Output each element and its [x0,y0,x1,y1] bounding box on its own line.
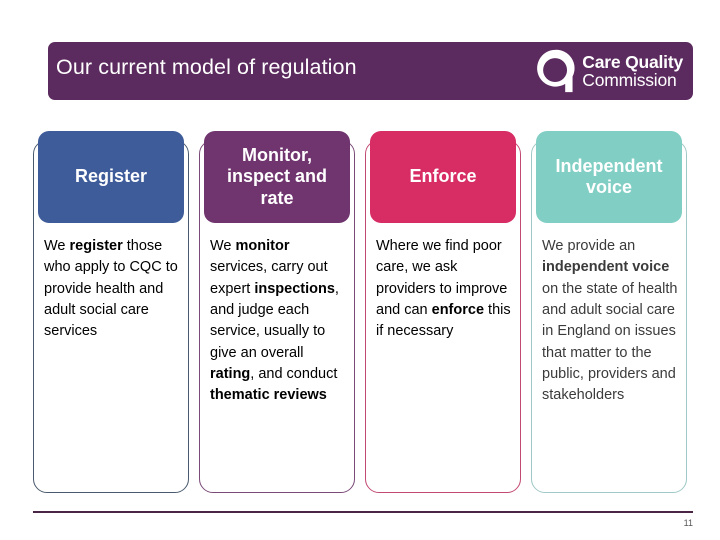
cqc-q-magnifier-logo-icon [533,48,579,94]
column-heading-independent-voice: Independent voice [536,131,682,223]
cqc-logo: Care Quality Commission [533,47,683,95]
column-heading-register: Register [38,131,184,223]
column-enforce: Enforce Where we find poor care, we ask … [365,126,521,494]
column-register: Register We register those who apply to … [33,126,189,494]
column-body-register: We register those who apply to CQC to pr… [44,238,178,340]
page-number: 11 [683,518,693,528]
slide-title-bar: Our current model of regulation Care Qua… [48,42,693,100]
column-heading-enforce: Enforce [370,131,516,223]
column-heading-monitor: Monitor, inspect and rate [204,131,350,223]
column-body-independent-voice: We provide an independent voice on the s… [542,238,678,404]
column-body-enforce: Where we find poor care, we ask provider… [376,238,511,340]
footer-divider [33,511,693,513]
cqc-logo-line1: Care Quality [582,51,683,72]
cqc-logo-wordmark: Care Quality Commission [582,53,683,89]
regulation-model-columns: Register We register those who apply to … [33,126,693,496]
column-monitor-inspect-rate: Monitor, inspect and rate We monitor ser… [199,126,355,494]
cqc-logo-line2: Commission [582,70,677,90]
page-title: Our current model of regulation [56,55,357,79]
column-body-monitor: We monitor services, carry out expert in… [210,238,339,404]
column-independent-voice: Independent voice We provide an independ… [531,126,687,494]
